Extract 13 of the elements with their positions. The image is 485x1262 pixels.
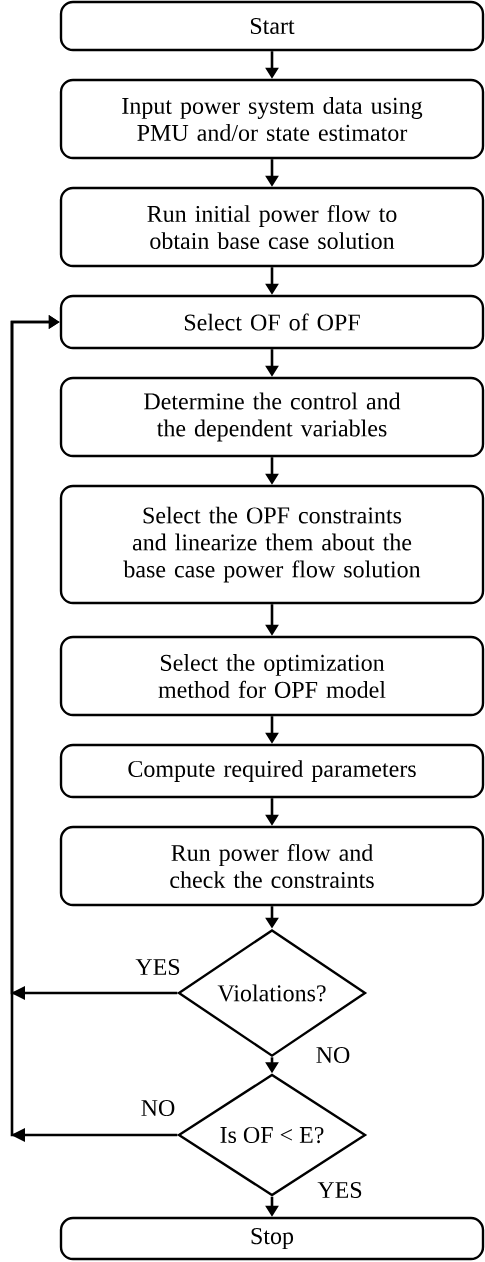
process-box: Run initial power flow to obtain base case solution xyxy=(59,186,485,268)
edge-label: NO xyxy=(139,1098,177,1118)
process-box: Determine the control and the dependent variables xyxy=(59,376,485,458)
terminal-box: Stop xyxy=(59,1216,485,1261)
process-box: Compute required parameters xyxy=(59,743,485,799)
arrow xyxy=(10,315,178,1142)
process-box: Run power flow and check the constraints xyxy=(59,825,485,907)
process-box: Input power system data using PMU and/or state estimator xyxy=(59,78,485,160)
process-box: Select the optimization method for OPF model xyxy=(59,635,485,717)
process-box: Select OF of OPF xyxy=(59,294,485,350)
edge-label: YES xyxy=(316,1180,364,1200)
process-box: Select the OPF constraints and linearize them about the base case power flow solution xyxy=(59,484,485,605)
terminal-box: Start xyxy=(59,0,485,52)
